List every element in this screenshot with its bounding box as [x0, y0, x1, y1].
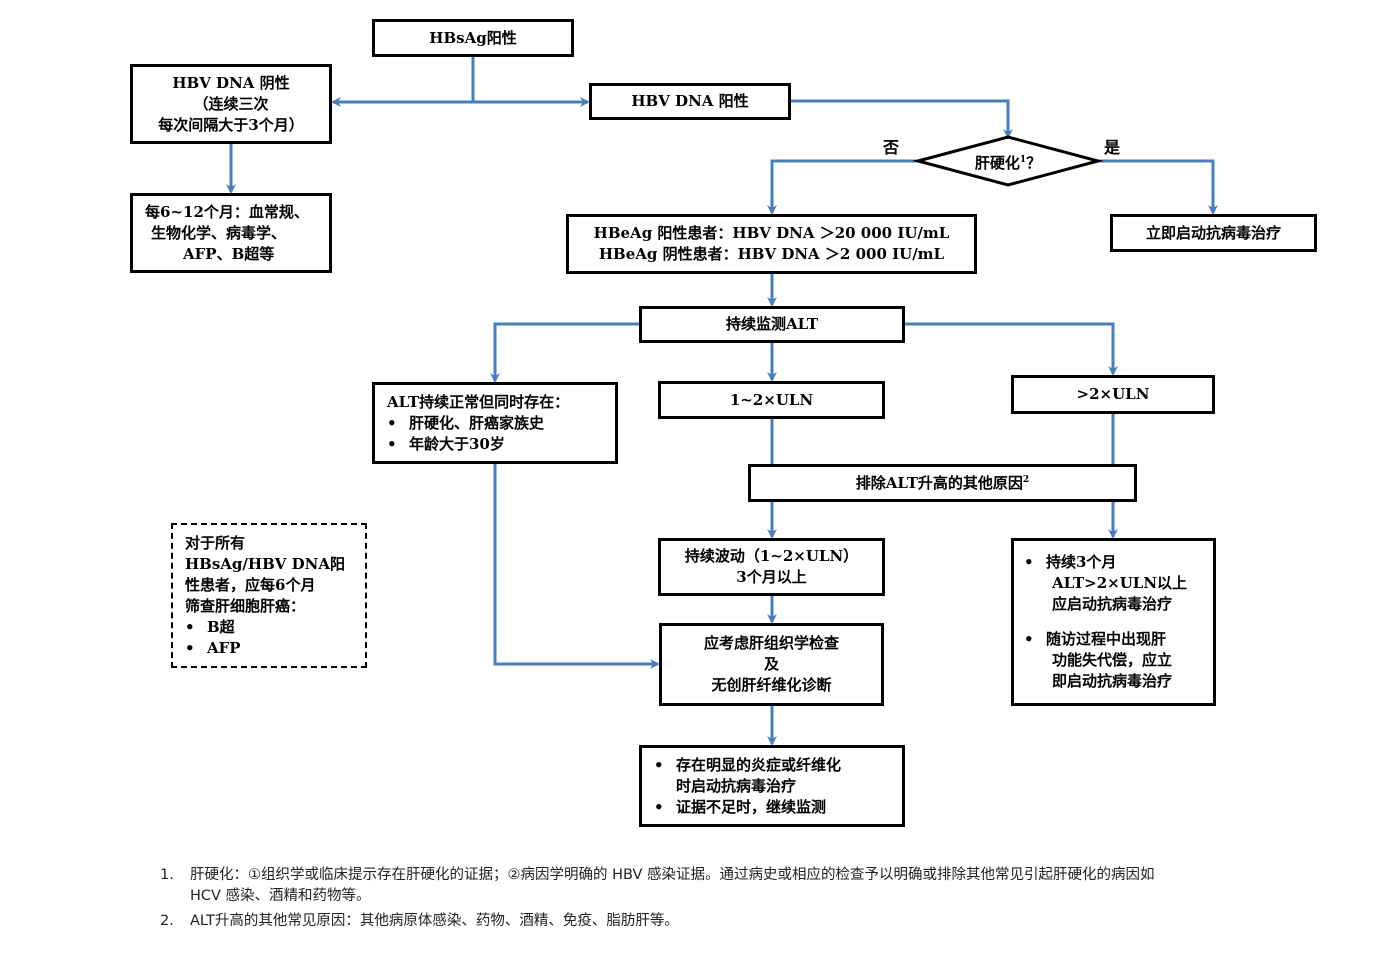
fluctuating-line-1: 持续波动（1~2×ULN）: [684, 547, 859, 565]
gt2-bullet-1-line-2: ALT>2×ULN以上: [1052, 574, 1188, 592]
final-action-box: •存在明显的炎症或纤维化 时启动抗病毒治疗 •证据不足时，继续监测: [639, 745, 905, 827]
arrow-no: [767, 159, 918, 215]
screening-note-line-3: 性患者，应每6个月: [185, 576, 316, 594]
alt-normal-bullet-2: •年龄大于30岁: [387, 434, 505, 453]
footnote-2-text: ALT升高的其他常见原因：其他病原体感染、药物、酒精、免疫、脂肪肝等。: [190, 913, 679, 929]
footnote-1: 1. 肝硬化：①组织学或临床提示存在肝硬化的证据；②病因学明确的 HBV 感染证…: [160, 865, 1170, 907]
exclude-causes-box: 排除ALT升高的其他原因2: [748, 464, 1137, 502]
alt-normal-title: ALT持续正常但同时存在：: [387, 392, 570, 411]
fluctuating-line-2: 3个月以上: [736, 568, 807, 586]
yes-label: 是: [1104, 138, 1121, 157]
exclude-footnote-ref: 2: [1022, 474, 1030, 485]
hbeag-positive-criteria: HBeAg 阳性患者：HBV DNA ＞20 000 IU/mL: [593, 224, 950, 242]
periodic-tests-line-1: 每6~12个月：血常规、: [145, 202, 309, 221]
final-bullet-1-line-1: •存在明显的炎症或纤维化: [654, 755, 842, 774]
consider-biopsy-box: 应考虑肝组织学检查 及 无创肝纤维化诊断: [659, 623, 884, 706]
hbv-dna-negative-box: HBV DNA 阴性 （连续三次 每次间隔大于3个月）: [130, 64, 332, 144]
alt-1-2-uln-box: 1~2×ULN: [658, 381, 885, 419]
footnote-2: 2. ALT升高的其他常见原因：其他病原体感染、药物、酒精、免疫、脂肪肝等。: [160, 911, 1170, 932]
screening-note-line-4: 筛查肝细胞肝癌：: [185, 597, 306, 615]
no-label: 否: [883, 138, 900, 157]
hbv-dna-positive-box: HBV DNA 阳性: [589, 83, 791, 120]
consider-biopsy-line-3: 无创肝纤维化诊断: [711, 676, 832, 694]
gt2-bullet-2-line-3: 即启动抗病毒治疗: [1052, 672, 1173, 690]
gt2-bullet-2-line-2: 功能失代偿，应立: [1052, 651, 1173, 669]
fluctuating-box: 持续波动（1~2×ULN） 3个月以上: [658, 538, 885, 596]
footnote-1-text: 肝硬化：①组织学或临床提示存在肝硬化的证据；②病因学明确的 HBV 感染证据。通…: [190, 867, 1155, 904]
hbsag-positive-box: HBsAg阳性: [372, 19, 574, 57]
consider-biopsy-line-1: 应考虑肝组织学检查: [703, 634, 839, 652]
hbv-dna-positive-text: HBV DNA 阳性: [631, 92, 749, 110]
arrow-to-alt-normal: [490, 322, 640, 383]
arrow-alt-normal-to-biopsy: [493, 463, 660, 669]
gt2-bullet-1-line-1: •持续3个月: [1024, 553, 1117, 571]
gt2-actions-box: •持续3个月 ALT>2×ULN以上 应启动抗病毒治疗 •随访过程中出现肝 功能…: [1011, 538, 1216, 706]
footnote-1-number: 1.: [160, 867, 174, 883]
hbv-dna-negative-line-1: HBV DNA 阴性: [172, 73, 290, 92]
gt2-bullet-1-line-3: 应启动抗病毒治疗: [1052, 595, 1173, 613]
final-bullet-1-line-2: 时启动抗病毒治疗: [676, 776, 797, 795]
start-antiviral-now-box: 立即启动抗病毒治疗: [1110, 214, 1317, 252]
hbv-dna-negative-line-2: （连续三次: [193, 94, 269, 113]
arrow-to-cirrhosis: [790, 99, 1013, 139]
hbsag-positive-text: HBsAg阳性: [429, 28, 517, 47]
alt-gt2-uln-text: >2×ULN: [1076, 385, 1150, 403]
screening-note-box: 对于所有 HBsAg/HBV DNA阳 性患者，应每6个月 筛查肝细胞肝癌： •…: [171, 523, 367, 668]
alt-normal-bullet-1: •肝硬化、肝癌家族史: [387, 413, 545, 432]
footnotes: 1. 肝硬化：①组织学或临床提示存在肝硬化的证据；②病因学明确的 HBV 感染证…: [160, 865, 1170, 936]
screening-bullet-1: •B超: [185, 618, 235, 636]
cirrhosis-question-text: 肝硬化1？: [974, 154, 1042, 172]
final-bullet-2: •证据不足时，继续监测: [654, 797, 827, 816]
monitor-alt-text: 持续监测ALT: [725, 315, 819, 333]
cirrhosis-footnote-ref: 1: [1019, 155, 1027, 165]
periodic-tests-line-2: 生物化学、病毒学、: [151, 223, 287, 242]
gt2-bullet-2-line-1: •随访过程中出现肝: [1024, 630, 1167, 648]
monitor-alt-box: 持续监测ALT: [639, 306, 905, 343]
alt-1-2-uln-text: 1~2×ULN: [729, 390, 814, 409]
hbeag-criteria-box: HBeAg 阳性患者：HBV DNA ＞20 000 IU/mL HBeAg 阴…: [566, 214, 977, 274]
periodic-tests-line-3: AFP、B超等: [183, 244, 275, 263]
cirrhosis-diamond: [912, 135, 1104, 187]
exclude-causes-text: 排除ALT升高的其他原因2: [855, 473, 1030, 492]
hbv-dna-negative-line-3: 每次间隔大于3个月）: [158, 115, 304, 134]
arrow-to-gt2-uln: [904, 322, 1118, 376]
footnote-2-number: 2.: [160, 913, 174, 929]
screening-note-line-2: HBsAg/HBV DNA阳: [185, 555, 345, 573]
alt-normal-box: ALT持续正常但同时存在： •肝硬化、肝癌家族史 •年龄大于30岁: [372, 382, 618, 464]
alt-gt2-uln-box: >2×ULN: [1011, 375, 1215, 414]
screening-note-line-1: 对于所有: [185, 534, 246, 552]
start-antiviral-now-text: 立即启动抗病毒治疗: [1145, 223, 1281, 242]
screening-bullet-2: •AFP: [185, 639, 241, 657]
consider-biopsy-line-2: 及: [763, 655, 779, 673]
periodic-tests-box: 每6~12个月：血常规、 生物化学、病毒学、 AFP、B超等: [130, 193, 332, 273]
arrow-yes: [1098, 159, 1218, 215]
hbeag-negative-criteria: HBeAg 阴性患者：HBV DNA ＞2 000 IU/mL: [598, 245, 945, 263]
